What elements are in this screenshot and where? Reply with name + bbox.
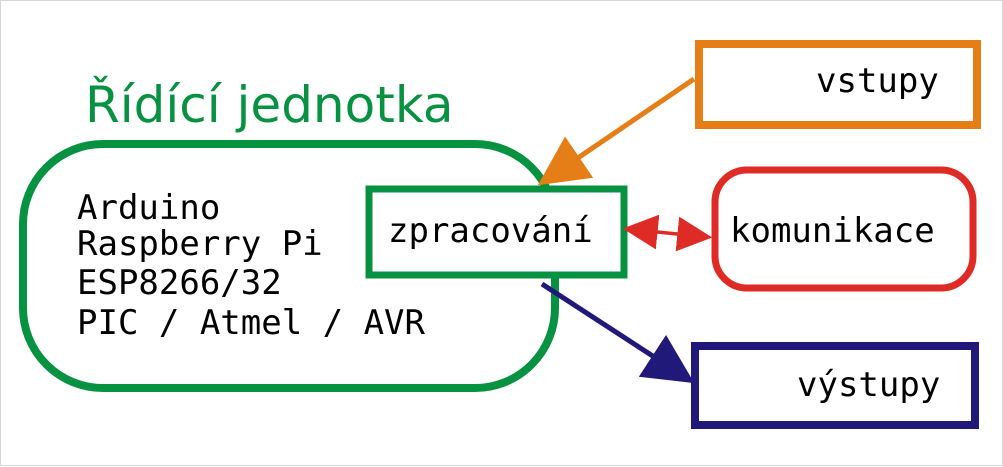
controller-title: Řídící jednotka xyxy=(85,76,454,134)
communication-box xyxy=(711,166,977,292)
outputs-label: výstupy xyxy=(797,365,940,405)
outputs-box xyxy=(691,342,979,429)
platform-pic-atmel-avr: PIC / Atmel / AVR xyxy=(77,303,426,343)
inputs-box xyxy=(695,40,981,129)
inputs-arrow xyxy=(537,76,696,186)
processing-label: zpracování xyxy=(388,211,593,251)
outputs-arrow xyxy=(540,281,695,384)
processing-box xyxy=(365,185,628,279)
platform-arduino: Arduino xyxy=(77,188,220,228)
communication-arrow xyxy=(622,214,713,252)
platform-raspberry-pi: Raspberry Pi xyxy=(77,224,323,264)
platform-esp8266: ESP8266/32 xyxy=(77,263,282,303)
inputs-label: vstupy xyxy=(816,61,939,101)
communication-label: komunikace xyxy=(730,211,935,251)
